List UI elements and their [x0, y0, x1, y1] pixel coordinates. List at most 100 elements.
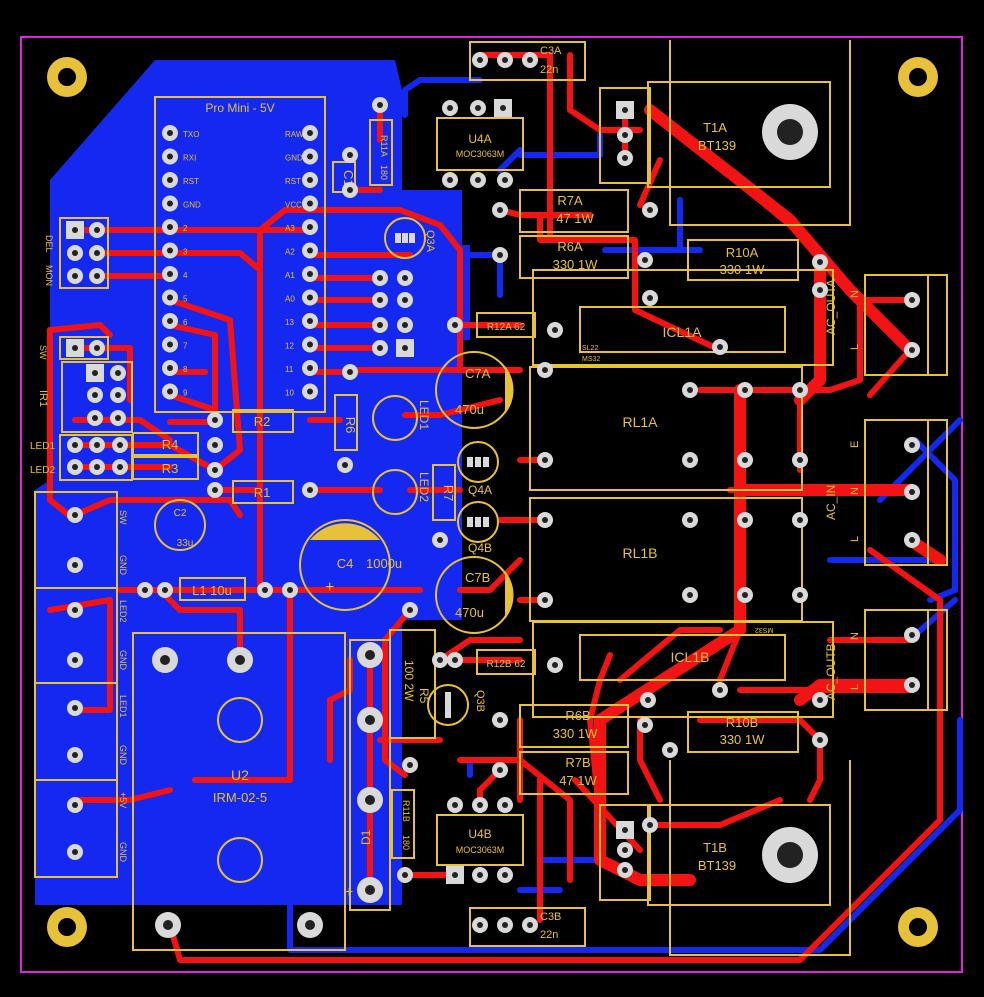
svg-text:LED2: LED2: [30, 465, 55, 476]
pin-label: 4: [183, 271, 188, 280]
svg-text:LED1: LED1: [118, 695, 128, 718]
svg-text:C4: C4: [337, 556, 354, 571]
pro-mini-module: Pro Mini - 5V TXORXIRSTGND23456789RAWGND…: [154, 96, 326, 413]
svg-text:SW: SW: [118, 510, 128, 525]
svg-text:T1A: T1A: [703, 120, 727, 135]
svg-text:R11B: R11B: [401, 800, 411, 822]
pin-label: A3: [285, 224, 295, 233]
pin-label: 3: [183, 248, 188, 257]
svg-text:U4A: U4A: [468, 132, 491, 146]
left-headers: DEL MON SW IR1 LED1 LED2: [30, 217, 133, 481]
pin-label: GND: [285, 154, 303, 163]
svg-text:L: L: [849, 536, 861, 542]
pin-label: 11: [285, 365, 294, 374]
relays-icl: ICL1A SL22 MS32 RL1A RL1B ICL1B MS32: [529, 269, 834, 718]
svg-text:GND: GND: [118, 650, 128, 671]
pin-label: 9: [183, 389, 188, 398]
svg-text:33u: 33u: [177, 538, 194, 549]
pin-label: VCC: [285, 201, 302, 210]
pin-label: 8: [183, 365, 188, 374]
svg-text:RL1A: RL1A: [622, 414, 658, 430]
leds-transistors: LED1 LED2 Q3A Q4A Q4B Q3B: [372, 217, 499, 726]
svg-text:R6: R6: [343, 417, 358, 434]
svg-text:R6B: R6B: [565, 708, 590, 723]
svg-text:LED1: LED1: [30, 441, 55, 452]
svg-text:L: L: [849, 344, 861, 350]
pin-label: A2: [285, 248, 295, 257]
svg-text:U4B: U4B: [468, 827, 491, 841]
pin-label: GND: [183, 201, 201, 210]
svg-text:C2: C2: [174, 508, 187, 519]
svg-text:47 1W: 47 1W: [559, 773, 597, 788]
svg-text:180: 180: [401, 835, 411, 850]
transistor-pad: [402, 233, 408, 243]
svg-text:R6A: R6A: [557, 239, 583, 254]
pin-label: RST: [285, 177, 301, 186]
pin-label: 6: [183, 318, 188, 327]
svg-text:100 2W: 100 2W: [402, 660, 416, 702]
svg-text:22n: 22n: [540, 64, 558, 76]
svg-text:GND: GND: [118, 745, 128, 766]
svg-text:Q4A: Q4A: [468, 483, 492, 497]
pin-label: A0: [285, 295, 295, 304]
svg-text:R10A: R10A: [726, 245, 759, 260]
svg-text:DEL: DEL: [44, 235, 54, 253]
svg-text:GND: GND: [118, 842, 128, 863]
svg-text:+5V: +5V: [118, 792, 128, 808]
pin-label: 12: [285, 342, 294, 351]
pin-label: RST: [183, 177, 199, 186]
svg-text:E: E: [849, 441, 861, 448]
svg-text:IRM-02-5: IRM-02-5: [213, 790, 267, 805]
optocouplers: U4A MOC3063M U4B MOC3063M: [436, 117, 524, 866]
svg-text:N: N: [849, 632, 861, 640]
svg-text:LED1: LED1: [417, 400, 431, 430]
board-outline: [20, 36, 963, 973]
svg-text:L1 10u: L1 10u: [192, 583, 232, 598]
transistor-pad: [483, 517, 489, 527]
svg-text:R10B: R10B: [726, 715, 759, 730]
transistor-pad: [445, 692, 451, 702]
svg-text:L: L: [849, 684, 861, 690]
svg-text:R12A 62: R12A 62: [487, 322, 526, 333]
pin-label: TXO: [183, 130, 199, 139]
svg-text:C7B: C7B: [465, 570, 490, 585]
svg-text:ICL1B: ICL1B: [671, 649, 710, 665]
transistor-pad: [467, 517, 473, 527]
pin-label: 13: [285, 318, 294, 327]
svg-text:N: N: [849, 290, 861, 298]
svg-text:T1B: T1B: [703, 840, 727, 855]
triacs: T1A BT139 T1B BT139: [599, 40, 851, 956]
svg-text:AC_OUTA: AC_OUTA: [824, 279, 838, 335]
svg-text:D1: D1: [359, 829, 373, 845]
component-pads: [66, 52, 920, 938]
svg-text:22n: 22n: [540, 929, 558, 941]
svg-text:Q4B: Q4B: [468, 541, 492, 555]
svg-text:47 1W: 47 1W: [556, 211, 594, 226]
pin-label: 5: [183, 295, 188, 304]
svg-text:330 1W: 330 1W: [553, 726, 599, 741]
power-supply: U2 IRM-02-5 D1 +: [132, 632, 391, 951]
svg-text:MS32: MS32: [582, 356, 600, 363]
svg-text:Pro Mini - 5V: Pro Mini - 5V: [205, 101, 274, 115]
pin-label: RXI: [183, 154, 196, 163]
ground-pour: [35, 60, 470, 905]
svg-text:LED2: LED2: [417, 472, 431, 502]
svg-text:330 1W: 330 1W: [720, 732, 766, 747]
power-resistors: R7A 47 1W R6A 330 1W R10A 330 1W R6B 330…: [389, 189, 799, 859]
svg-text:SW: SW: [38, 345, 48, 360]
svg-text:Q3B: Q3B: [474, 690, 486, 712]
svg-text:BT139: BT139: [698, 858, 736, 873]
svg-text:Q3A: Q3A: [424, 230, 436, 253]
svg-text:N: N: [849, 487, 861, 495]
svg-text:R1: R1: [254, 485, 271, 500]
pin-label: A1: [285, 271, 295, 280]
svg-text:MON: MON: [44, 265, 54, 286]
svg-text:R4: R4: [162, 437, 179, 452]
svg-text:SL22: SL22: [582, 345, 598, 352]
mounting-holes: [47, 57, 938, 947]
transistor-pad: [475, 457, 481, 467]
svg-text:LED2: LED2: [118, 600, 128, 623]
transistor-pad: [475, 517, 481, 527]
pin-label: 10: [285, 389, 294, 398]
